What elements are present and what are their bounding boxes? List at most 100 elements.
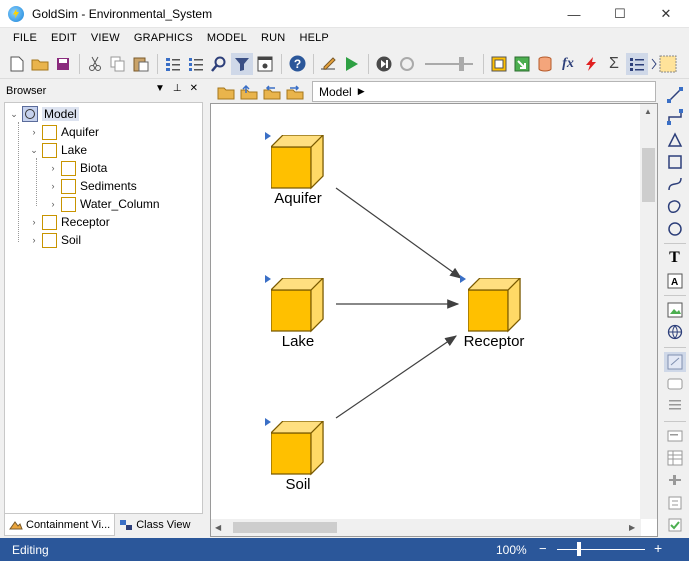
slider-control-icon[interactable] (664, 470, 686, 490)
collapse-chevron-icon[interactable]: ⌄ (10, 108, 18, 119)
list-control-icon[interactable] (664, 396, 686, 416)
text-box-tool-icon[interactable]: A (664, 271, 686, 291)
image-tool-icon[interactable] (664, 300, 686, 320)
lake-container-icon[interactable] (271, 278, 325, 333)
graph-pane[interactable]: Aquifer Lake Soil Receptor ▲ ◀ ▶ (210, 103, 658, 537)
speed-slider[interactable] (425, 56, 473, 71)
open-folder-icon[interactable] (29, 53, 51, 75)
home-container-icon[interactable] (216, 83, 236, 101)
link-soil-receptor[interactable] (335, 335, 457, 419)
tree-item-sediments[interactable]: › Sediments (48, 177, 137, 195)
scroll-up-icon[interactable]: ▲ (644, 107, 652, 116)
browser-dropdown-icon[interactable]: ▼ (154, 83, 165, 94)
ellipse-tool-icon[interactable] (664, 219, 686, 239)
zoom-slider[interactable] (557, 549, 645, 550)
scroll-right-icon[interactable]: ▶ (629, 523, 636, 532)
expand-chevron-icon[interactable]: › (51, 199, 55, 209)
settings-window-icon[interactable] (254, 53, 276, 75)
browser-close-icon[interactable]: ✕ (189, 83, 198, 94)
button-control-icon[interactable] (664, 374, 686, 394)
menu-view[interactable]: VIEW (90, 32, 120, 44)
tab-class-view[interactable]: Class View (115, 514, 194, 536)
toolbar-overflow-icon[interactable] (649, 53, 659, 75)
expand-chevron-icon[interactable]: › (32, 217, 36, 227)
polyline-tool-icon[interactable] (664, 107, 686, 127)
list-view-icon[interactable] (185, 53, 207, 75)
checklist-icon[interactable] (626, 52, 648, 75)
sum-icon[interactable]: Σ (609, 54, 619, 72)
paste-icon[interactable] (130, 53, 152, 75)
group-select-icon[interactable] (657, 53, 679, 75)
database-icon[interactable] (534, 53, 556, 75)
minimize-button[interactable]: — (567, 6, 581, 22)
maximize-button[interactable]: ☐ (614, 6, 626, 21)
zoom-in-button[interactable]: + (654, 540, 663, 556)
go-back-icon[interactable] (262, 83, 282, 101)
rectangle-tool-icon[interactable] (664, 152, 686, 172)
tree-item-soil[interactable]: › Soil (29, 231, 81, 249)
expand-chevron-icon[interactable]: › (51, 181, 55, 191)
reset-icon[interactable] (396, 53, 418, 75)
copy-icon[interactable] (107, 53, 129, 75)
tree-item-aquifer[interactable]: › Aquifer (29, 123, 99, 141)
line-tool-icon[interactable] (664, 85, 686, 105)
spinner-control-icon[interactable] (664, 492, 686, 512)
tree-item-model[interactable]: ⌄ Model (10, 106, 79, 122)
hyperlink-tool-icon[interactable] (664, 322, 686, 342)
pause-icon[interactable] (373, 53, 395, 75)
help-icon[interactable]: ? (286, 53, 308, 75)
vertical-scroll-thumb[interactable] (642, 148, 655, 202)
container-path-box[interactable]: Model ▶ (312, 81, 656, 102)
close-button[interactable]: ✕ (660, 6, 672, 21)
event-lightning-icon[interactable] (580, 53, 602, 75)
menu-model[interactable]: MODEL (206, 32, 247, 44)
path-arrow-icon[interactable]: ▶ (357, 86, 365, 96)
browser-view-icon[interactable] (162, 53, 184, 75)
browser-pin-icon[interactable]: ⊥ (172, 83, 182, 94)
checkbox-control-icon[interactable] (664, 515, 686, 535)
curve-tool-icon[interactable] (664, 174, 686, 194)
input-field-icon[interactable] (664, 425, 686, 445)
find-icon[interactable] (208, 53, 230, 75)
save-icon[interactable] (52, 53, 74, 75)
tree-item-water-column[interactable]: › Water_Column (48, 195, 160, 213)
collapse-chevron-icon[interactable]: ⌄ (30, 144, 38, 155)
expand-chevron-icon[interactable]: › (51, 163, 55, 173)
menu-edit[interactable]: EDIT (51, 32, 77, 44)
zoom-out-button[interactable]: − (539, 541, 547, 556)
menu-help[interactable]: HELP (299, 32, 329, 44)
vertical-scrollbar[interactable]: ▲ (640, 104, 657, 519)
tab-containment-view[interactable]: Containment Vi... (4, 514, 116, 536)
receptor-container-icon[interactable] (468, 278, 522, 333)
dashboard-image-icon[interactable] (663, 351, 686, 372)
container-tool-icon[interactable] (488, 53, 510, 75)
run-icon[interactable] (341, 53, 363, 75)
aquifer-container-icon[interactable] (271, 135, 325, 190)
tree-item-receptor[interactable]: › Receptor (29, 213, 110, 231)
speed-slider-thumb[interactable] (459, 56, 464, 71)
edit-mode-icon[interactable] (318, 53, 340, 75)
zoom-slider-thumb[interactable] (577, 542, 581, 556)
polygon-tool-icon[interactable] (664, 130, 686, 150)
scroll-left-icon[interactable]: ◀ (215, 523, 222, 532)
soil-container-icon[interactable] (271, 421, 325, 476)
tree-item-biota[interactable]: › Biota (48, 159, 107, 177)
go-forward-icon[interactable] (285, 83, 305, 101)
text-tool-icon[interactable]: T (669, 249, 680, 267)
function-icon[interactable]: fx (562, 55, 574, 71)
go-up-icon[interactable] (239, 83, 259, 101)
new-file-icon[interactable] (6, 53, 28, 75)
expand-chevron-icon[interactable]: › (32, 127, 36, 137)
filter-icon[interactable] (231, 52, 253, 75)
import-icon[interactable] (511, 53, 533, 75)
menu-run[interactable]: RUN (261, 32, 286, 44)
tree-item-lake[interactable]: ⌄ Lake (30, 142, 88, 158)
blob-tool-icon[interactable] (664, 197, 686, 217)
path-model[interactable]: Model (319, 84, 352, 99)
table-control-icon[interactable] (664, 448, 686, 468)
horizontal-scrollbar[interactable]: ◀ ▶ (211, 519, 641, 536)
cut-icon[interactable] (84, 53, 106, 75)
expand-chevron-icon[interactable]: › (32, 235, 36, 245)
menu-graphics[interactable]: GRAPHICS (133, 32, 193, 44)
horizontal-scroll-thumb[interactable] (233, 522, 337, 533)
